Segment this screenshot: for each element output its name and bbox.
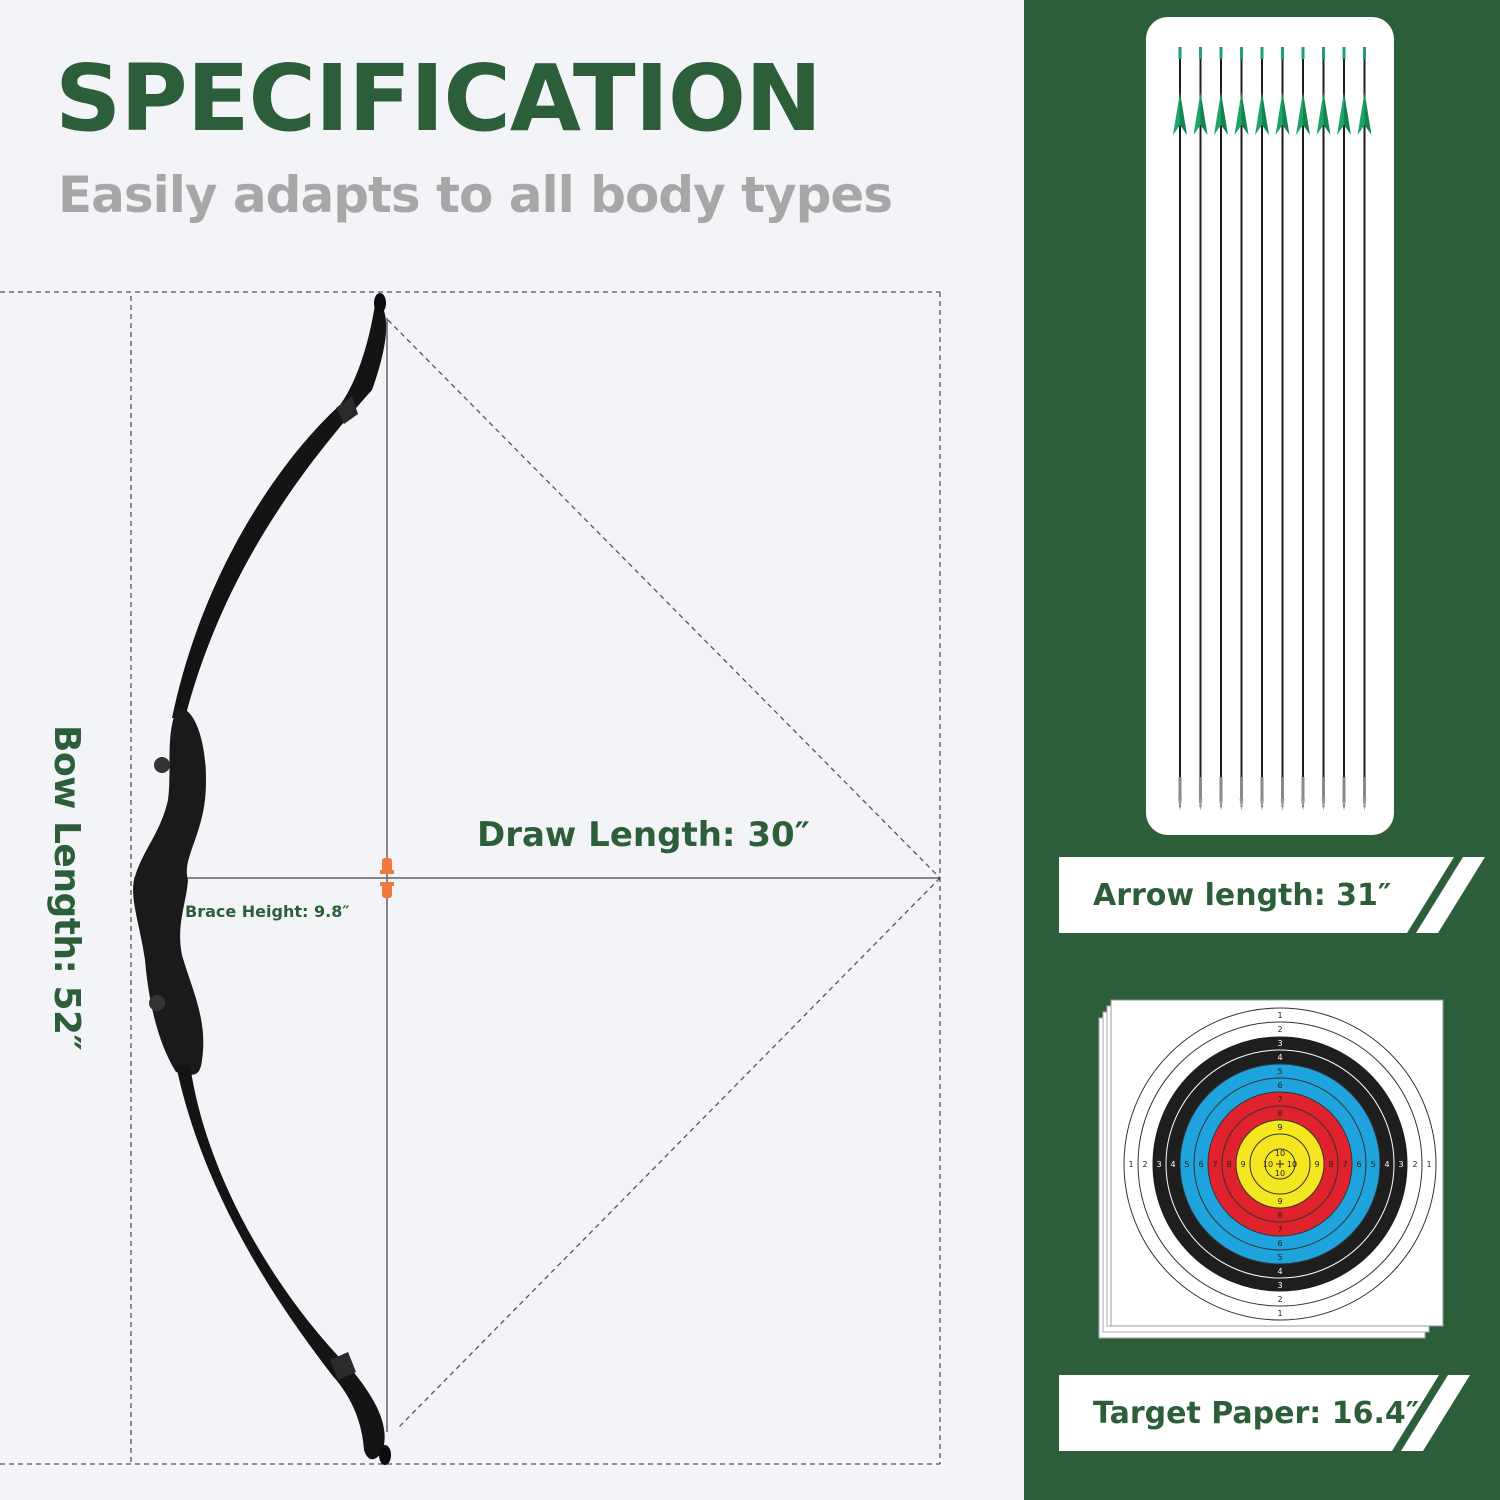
- bow-length-label: Bow Length: 52″: [46, 725, 87, 1051]
- target-paper-banner: Target Paper: 16.4″: [1059, 1375, 1485, 1451]
- ring-number: 5: [1370, 1160, 1375, 1169]
- arrow-length-label: Arrow length: 31″: [1093, 877, 1392, 913]
- arrow: [1193, 47, 1208, 811]
- ring-number: 4: [1277, 1053, 1282, 1062]
- ring-number: 7: [1277, 1225, 1282, 1234]
- arrow: [1173, 47, 1187, 811]
- arrow: [1296, 47, 1310, 811]
- banner-shape: [1059, 1375, 1470, 1451]
- measurement-lines: [0, 291, 941, 1465]
- arrow: [1214, 47, 1228, 811]
- upper-limb: [172, 298, 387, 718]
- ring-number: 2: [1412, 1160, 1417, 1169]
- arrow: [1234, 47, 1249, 811]
- ring-number: 3: [1398, 1160, 1403, 1169]
- ring-number: 10: [1275, 1149, 1285, 1158]
- ring-number: 9: [1240, 1160, 1245, 1169]
- ring-number: 5: [1277, 1253, 1282, 1262]
- lower-limb: [176, 1065, 385, 1460]
- target-paper-label: Target Paper: 16.4″: [1093, 1395, 1420, 1431]
- ring-number: 5: [1277, 1067, 1282, 1076]
- arrow: [1255, 47, 1269, 811]
- ring-number: 9: [1314, 1160, 1319, 1169]
- arrow-length-banner: Arrow length: 31″: [1059, 857, 1485, 933]
- brace-height-label: Brace Height: 9.8″: [185, 902, 350, 921]
- ring-number: 3: [1277, 1039, 1282, 1048]
- arrow: [1316, 47, 1331, 811]
- ring-number: 6: [1277, 1081, 1282, 1090]
- ring-number: 6: [1277, 1239, 1282, 1248]
- ring-number: 2: [1277, 1295, 1282, 1304]
- ring-number: 5: [1184, 1160, 1189, 1169]
- arrow: [1357, 47, 1372, 811]
- ring-number: 7: [1212, 1160, 1217, 1169]
- bow-diagram: [0, 291, 941, 1465]
- ring-number: 9: [1277, 1123, 1282, 1132]
- arrows-card: [1146, 17, 1394, 835]
- ring-number: 8: [1277, 1211, 1282, 1220]
- ring-number: 1: [1277, 1011, 1282, 1020]
- ring-number: 7: [1277, 1095, 1282, 1104]
- ring-number: 9: [1277, 1197, 1282, 1206]
- nocking-points: [380, 858, 394, 898]
- ring-number: 4: [1170, 1160, 1175, 1169]
- ring-number: 8: [1328, 1160, 1333, 1169]
- ring-number: 4: [1384, 1160, 1389, 1169]
- arrow: [1337, 47, 1351, 811]
- ring-number: 3: [1156, 1160, 1161, 1169]
- ring-number: 6: [1356, 1160, 1361, 1169]
- ring-number: 1: [1426, 1160, 1431, 1169]
- page-subtitle: Easily adapts to all body types: [58, 166, 893, 224]
- ring-number: 10: [1263, 1160, 1273, 1169]
- ring-number: 3: [1277, 1281, 1282, 1290]
- ring-number: 10: [1287, 1160, 1297, 1169]
- arrow: [1275, 47, 1290, 811]
- ring-number: 1: [1277, 1309, 1282, 1318]
- ring-number: 10: [1275, 1169, 1285, 1178]
- ring-number: 2: [1142, 1160, 1147, 1169]
- bow-riser: [133, 707, 207, 1075]
- arrows-illustration: [1173, 47, 1372, 811]
- ring-number: 8: [1226, 1160, 1231, 1169]
- banner-shape: [1059, 857, 1485, 933]
- page-title: SPECIFICATION: [55, 45, 822, 152]
- draw-length-label: Draw Length: 30″: [477, 815, 810, 855]
- ring-number: 1: [1128, 1160, 1133, 1169]
- ring-number: 4: [1277, 1267, 1282, 1276]
- ring-number: 7: [1342, 1160, 1347, 1169]
- ring-number: 2: [1277, 1025, 1282, 1034]
- ring-number: 8: [1277, 1109, 1282, 1118]
- ring-number: 6: [1198, 1160, 1203, 1169]
